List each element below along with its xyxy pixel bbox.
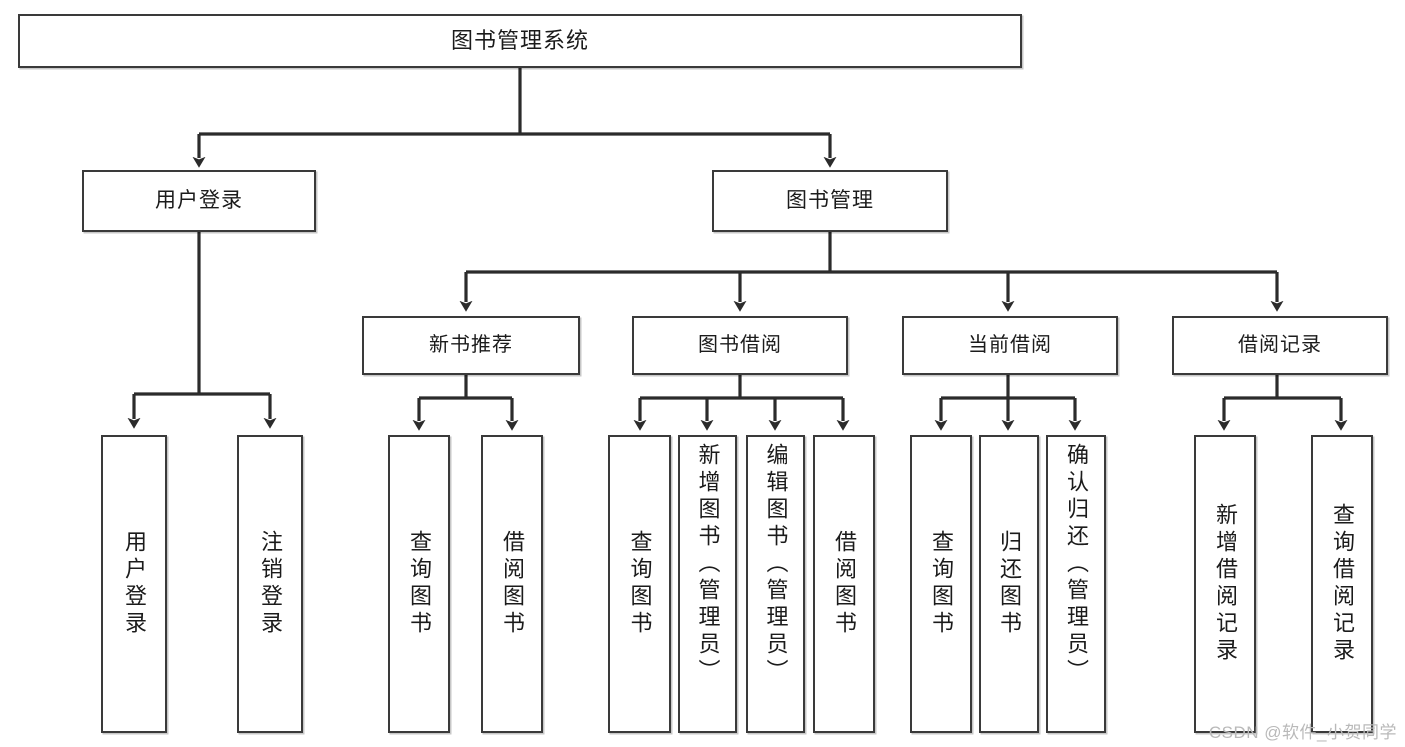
node-leaf-confirm-return[interactable]: 确认归还（管理员） [1046,435,1106,733]
node-label: 借阅图书 [832,530,857,638]
node-label: 查询借阅记录 [1330,503,1355,665]
node-label: 用户登录 [155,188,243,212]
node-label: 新书推荐 [429,334,513,356]
node-user-login[interactable]: 用户登录 [82,170,316,232]
node-label: 查询图书 [627,530,653,638]
node-book-manage[interactable]: 图书管理 [712,170,948,232]
node-label: 查询图书 [929,530,954,638]
node-leaf-borrow-book-recommend[interactable]: 借阅图书 [481,435,543,733]
node-label: 图书借阅 [698,334,782,356]
node-label: 注销登录 [258,530,283,638]
node-leaf-query-book-recommend[interactable]: 查询图书 [388,435,450,733]
node-leaf-borrow-book[interactable]: 借阅图书 [813,435,875,733]
node-leaf-return-book[interactable]: 归还图书 [979,435,1039,733]
node-label: 新增借阅记录 [1213,503,1238,665]
node-leaf-query-borrow-record[interactable]: 查询借阅记录 [1311,435,1373,733]
node-label: 当前借阅 [968,334,1052,356]
node-label: 借阅图书 [500,530,525,638]
node-current-borrow[interactable]: 当前借阅 [902,316,1118,375]
node-leaf-edit-book[interactable]: 编辑图书（管理员） [746,435,805,733]
node-leaf-user-login[interactable]: 用户登录 [101,435,167,733]
csdn-watermark: CSDN @软件_小贺同学 [1208,723,1397,742]
node-label: 新增图书（管理员） [695,443,721,686]
node-label: 编辑图书（管理员） [763,443,789,686]
node-book-borrow[interactable]: 图书借阅 [632,316,848,375]
node-leaf-add-book[interactable]: 新增图书（管理员） [678,435,737,733]
node-label: 确认归还（管理员） [1064,443,1089,686]
node-label: 图书管理 [786,188,874,212]
node-label: 图书管理系统 [450,28,589,54]
node-leaf-add-borrow-record[interactable]: 新增借阅记录 [1194,435,1256,733]
node-new-book-recommend[interactable]: 新书推荐 [362,316,580,375]
node-leaf-query-book-borrow[interactable]: 查询图书 [608,435,671,733]
node-borrow-record[interactable]: 借阅记录 [1172,316,1388,375]
node-root-library-system[interactable]: 图书管理系统 [18,14,1022,68]
node-leaf-user-logout[interactable]: 注销登录 [237,435,303,733]
node-label: 查询图书 [407,530,432,638]
node-label: 用户登录 [122,530,147,638]
node-label: 借阅记录 [1238,334,1322,356]
node-label: 归还图书 [997,530,1022,638]
node-leaf-query-book-current[interactable]: 查询图书 [910,435,972,733]
